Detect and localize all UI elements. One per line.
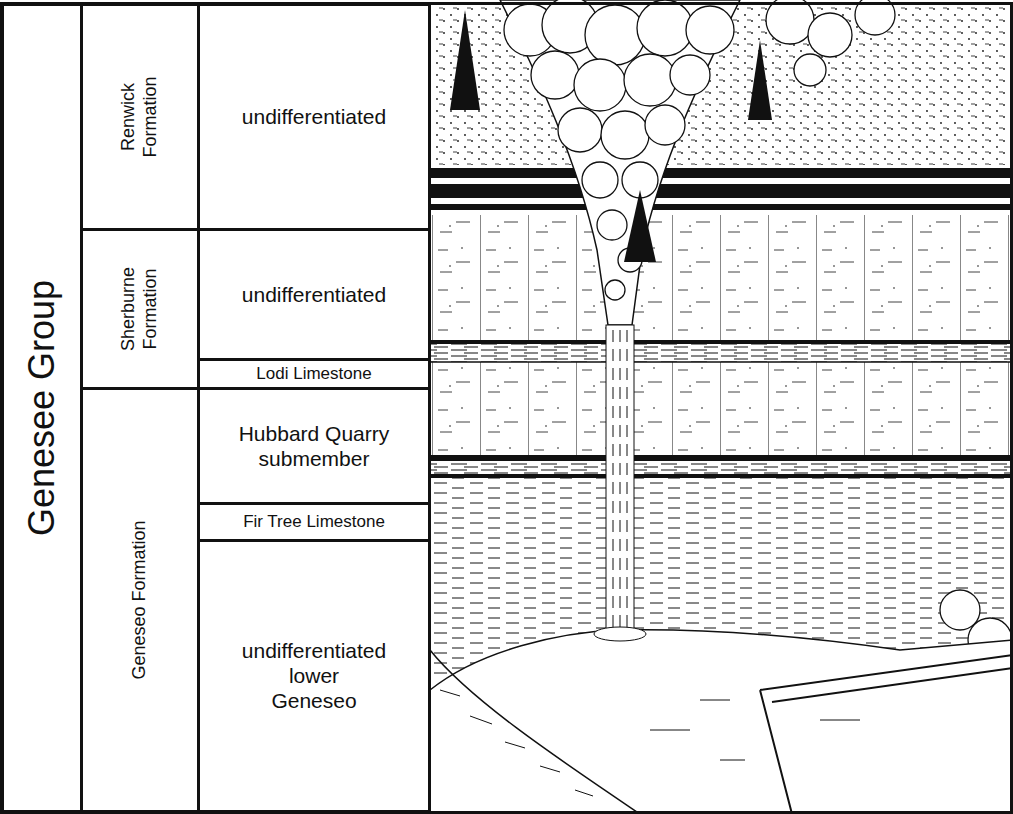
- member-box: undifferentiated: [197, 228, 431, 361]
- formation-label: Renwick Formation: [118, 62, 161, 172]
- unit-label: Fir Tree Limestone: [201, 512, 427, 532]
- formation-label: Genesee Group: [20, 280, 63, 536]
- formation-band: Sherburne Formation: [80, 228, 200, 390]
- formation-label: Sherburne Formation: [118, 254, 161, 364]
- formation-band: Geneseo Formation: [80, 387, 200, 813]
- member-box: undifferentiated: [197, 3, 431, 231]
- unit-label: undifferentiated lower Geneseo: [227, 638, 402, 714]
- unit-label: Hubbard Quarry submember: [222, 421, 407, 471]
- member-box: Hubbard Quarry submember: [197, 387, 431, 505]
- formation-band: Renwick Formation: [80, 3, 200, 231]
- unit-label: undifferentiated: [214, 104, 414, 129]
- unit-label: undifferentiated: [214, 282, 414, 307]
- unit-label: Lodi Limestone: [201, 364, 427, 384]
- member-box: Lodi Limestone: [197, 358, 431, 390]
- member-box: Fir Tree Limestone: [197, 502, 431, 542]
- member-box: undifferentiated lower Geneseo: [197, 539, 431, 813]
- formation-label: Geneseo Formation: [129, 520, 151, 679]
- group-band: Genesee Group: [1, 3, 83, 813]
